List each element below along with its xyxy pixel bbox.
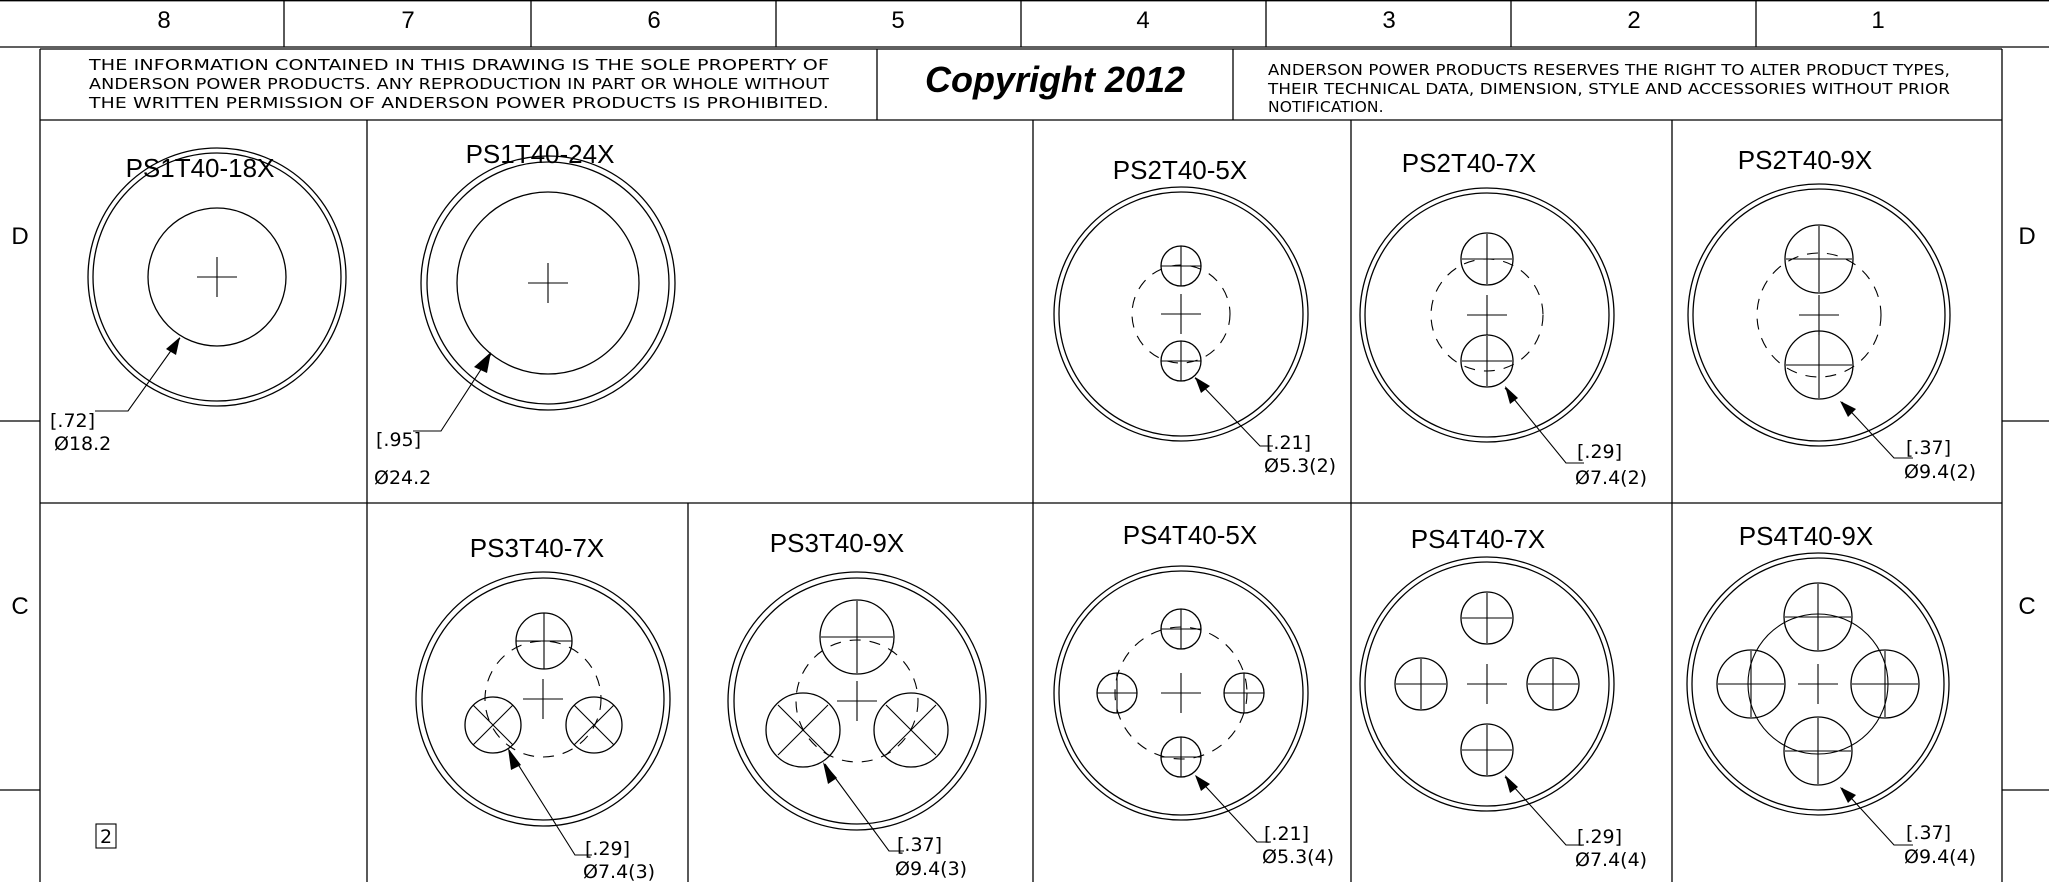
dim-inch-ps1t40-24x: [.95] xyxy=(376,429,421,451)
view-ps3t40-7x xyxy=(415,571,671,827)
part-title-ps1t40-24x: PS1T40-24X xyxy=(466,139,615,169)
rights-notice-line-1: ANDERSON POWER PRODUCTS RESERVES THE RIG… xyxy=(1268,61,1950,79)
dim-inch-ps4t40-5x: [.21] xyxy=(1264,823,1309,845)
rights-notice-line-3: NOTIFICATION. xyxy=(1268,98,1384,116)
zone-column-label: 5 xyxy=(891,7,904,34)
zone-column-label: 1 xyxy=(1871,7,1884,34)
ownership-notice-line-1: THE INFORMATION CONTAINED IN THIS DRAWIN… xyxy=(88,56,829,74)
view-ps3t40-9x xyxy=(727,571,987,831)
view-ps2t40-7x xyxy=(1359,187,1615,443)
dim-mm-ps3t40-9x: Ø9.4(3) xyxy=(895,858,967,880)
dim-inch-ps3t40-7x: [.29] xyxy=(585,838,630,860)
part-title-ps4t40-5x: PS4T40-5X xyxy=(1123,520,1257,550)
dim-mm-ps1t40-24x: Ø24.2 xyxy=(374,467,431,489)
ownership-notice-line-2: ANDERSON POWER PRODUCTS. ANY REPRODUCTIO… xyxy=(89,75,829,93)
zone-column-label: 3 xyxy=(1382,7,1395,34)
zone-column-label: 8 xyxy=(157,7,170,34)
zone-row-label-left: C xyxy=(11,593,28,620)
dim-mm-ps1t40-18x: Ø18.2 xyxy=(54,433,111,455)
view-grid xyxy=(40,120,2002,882)
part-title-ps4t40-7x: PS4T40-7X xyxy=(1411,524,1545,554)
zone-column-labels: 8 7 6 5 4 3 2 1 xyxy=(157,7,1884,34)
dim-mm-ps4t40-7x: Ø7.4(4) xyxy=(1575,849,1647,871)
note-box-number: 2 xyxy=(100,826,112,848)
dim-mm-ps4t40-9x: Ø9.4(4) xyxy=(1904,846,1976,868)
zone-column-label: 7 xyxy=(401,7,414,34)
view-ps1t40-24x xyxy=(420,155,676,411)
zone-row-label-right: C xyxy=(2018,593,2035,620)
view-ps2t40-5x xyxy=(1053,186,1309,442)
dim-mm-ps3t40-7x: Ø7.4(3) xyxy=(583,861,655,882)
dim-mm-ps2t40-7x: Ø7.4(2) xyxy=(1575,467,1647,489)
ownership-notice-line-3: THE WRITTEN PERMISSION OF ANDERSON POWER… xyxy=(88,94,829,112)
part-title-ps2t40-9x: PS2T40-9X xyxy=(1738,145,1872,175)
view-ps4t40-5x xyxy=(1053,565,1309,821)
rights-notice-line-2: THEIR TECHNICAL DATA, DIMENSION, STYLE A… xyxy=(1267,80,1950,98)
dim-inch-ps1t40-18x: [.72] xyxy=(50,410,95,432)
view-ps4t40-9x xyxy=(1686,552,1950,816)
part-title-ps3t40-9x: PS3T40-9X xyxy=(770,528,904,558)
dim-inch-ps3t40-9x: [.37] xyxy=(897,834,942,856)
dim-inch-ps2t40-7x: [.29] xyxy=(1577,441,1622,463)
dim-inch-ps2t40-5x: [.21] xyxy=(1266,432,1311,454)
note-box: 2 xyxy=(95,823,117,849)
copyright-label: Copyright 2012 xyxy=(925,59,1185,100)
view-ps4t40-7x xyxy=(1359,556,1615,812)
title-strip: THE INFORMATION CONTAINED IN THIS DRAWIN… xyxy=(40,49,2002,121)
part-titles: PS1T40-18X PS1T40-24X PS2T40-5X PS2T40-7… xyxy=(126,139,1874,563)
zone-column-label: 4 xyxy=(1136,7,1149,34)
part-title-ps3t40-7x: PS3T40-7X xyxy=(470,533,604,563)
zone-column-label: 6 xyxy=(647,7,660,34)
dimension-leaders xyxy=(95,337,1913,856)
dim-mm-ps2t40-5x: Ø5.3(2) xyxy=(1264,455,1336,477)
dimension-labels: Ø18.2 [.72] [.95] Ø24.2 [.21] Ø5.3(2) [.… xyxy=(50,410,1976,882)
zone-row-labels: D D C C xyxy=(11,223,2035,620)
dim-inch-ps4t40-9x: [.37] xyxy=(1906,822,1951,844)
zone-row-label-right: D xyxy=(2018,223,2035,250)
part-title-ps4t40-9x: PS4T40-9X xyxy=(1739,521,1873,551)
dim-inch-ps2t40-9x: [.37] xyxy=(1906,437,1951,459)
dim-mm-ps2t40-9x: Ø9.4(2) xyxy=(1904,461,1976,483)
view-ps1t40-18x xyxy=(87,147,347,407)
zone-row-label-left: D xyxy=(11,223,28,250)
dim-mm-ps4t40-5x: Ø5.3(4) xyxy=(1262,846,1334,868)
dim-inch-ps4t40-7x: [.29] xyxy=(1577,826,1622,848)
zone-column-label: 2 xyxy=(1627,7,1640,34)
part-title-ps2t40-5x: PS2T40-5X xyxy=(1113,155,1247,185)
view-ps2t40-9x xyxy=(1687,183,1951,447)
part-title-ps2t40-7x: PS2T40-7X xyxy=(1402,148,1536,178)
